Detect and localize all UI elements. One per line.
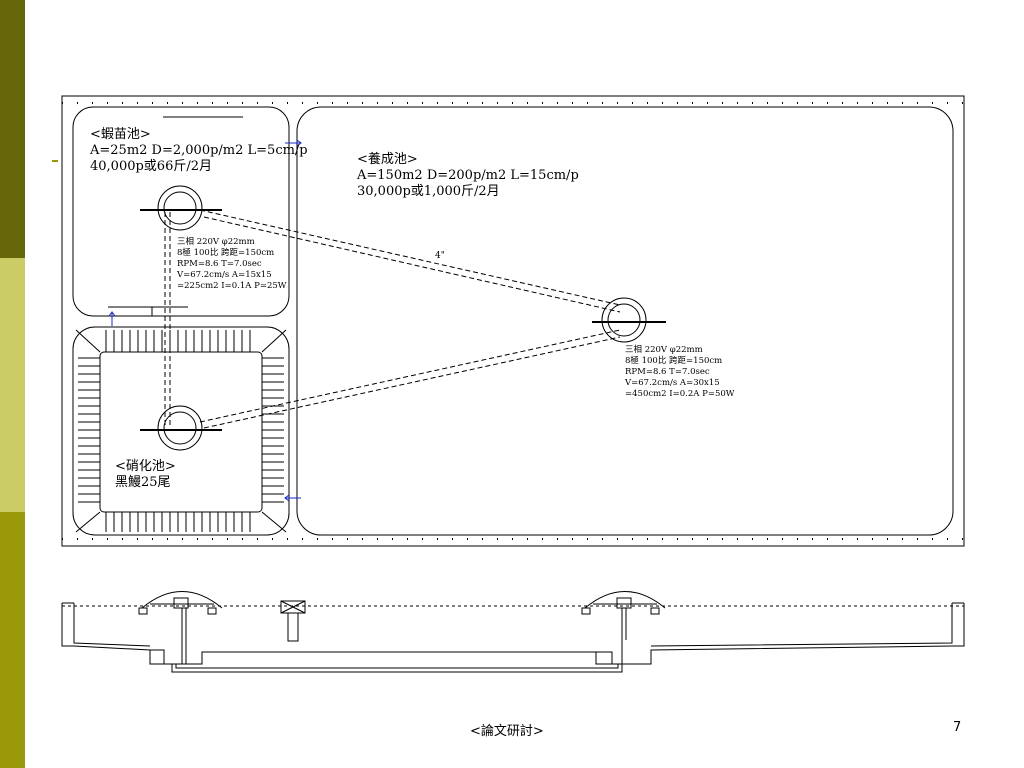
sump-right (596, 651, 613, 664)
plan-outer-frame (61, 95, 965, 547)
spec-line: =225cm2 I=0.1A P=25W (177, 281, 287, 291)
filter-ticks-right (262, 357, 284, 503)
sidebar-stripe-dark (0, 0, 25, 258)
pipe-lower-b (203, 336, 621, 429)
nursery-pond-title: <蝦苗池> (90, 127, 151, 142)
footer-title: <論文研討> (470, 724, 544, 739)
page-number: 7 (953, 720, 962, 735)
nitrification-pond-outline (72, 326, 290, 536)
valve-section (280, 600, 306, 642)
paddlewheel-spec-small: 三相 220V φ22mm 8極 100比 跨距=150cm RPM=8.6 T… (176, 236, 287, 291)
grow-out-pond-title: <養成池> (357, 151, 418, 167)
spec-line: 三相 220V φ22mm (625, 344, 703, 355)
nitrification-pond-title: <硝化池> (115, 459, 176, 474)
pond-profile-outer (61, 603, 965, 665)
grow-out-pond-spec: A=150m2 D=200p/m2 L=15cm/p (356, 168, 579, 183)
nitrification-labels: <硝化池> 黑鰻25尾 (115, 459, 176, 490)
bullet-dash (52, 160, 58, 162)
sidebar-stripe-olive (0, 512, 25, 768)
filter-ticks-bottom (105, 512, 251, 532)
nursery-pond-outline (72, 106, 290, 317)
aerator-grow-out (592, 297, 666, 343)
sidebar-stripe-light (0, 258, 25, 512)
nursery-pond-spec: A=25m2 D=2,000p/m2 L=5cm/p (89, 143, 308, 158)
pipe-upper-b (203, 216, 621, 313)
spec-line: =450cm2 I=0.2A P=50W (625, 389, 735, 399)
aerator-nursery (140, 185, 222, 231)
nitrification-inner-outline (99, 351, 263, 513)
pipe-lower-a (199, 329, 621, 423)
grow-out-labels: <養成池> A=150m2 D=200p/m2 L=15cm/p 30,000p… (356, 151, 579, 199)
spec-line: RPM=8.6 T=7.0sec (177, 259, 262, 269)
spec-line: 8極 100比 跨距=150cm (177, 247, 274, 258)
grow-out-pond-outline (296, 106, 954, 536)
pond-profile-inner-left (73, 603, 151, 647)
pond-profile-inner-right (650, 603, 953, 647)
plan-view (61, 95, 965, 547)
nitrification-pond-stock: 黑鰻25尾 (115, 475, 171, 490)
flow-arrow-up (108, 311, 116, 326)
grow-out-pond-yield: 30,000p或1,000斤/2月 (357, 184, 500, 199)
spec-line: 三相 220V φ22mm (177, 236, 255, 247)
corner-line-bl (75, 511, 101, 533)
sump-left (150, 649, 165, 664)
nursery-labels: <蝦苗池> A=25m2 D=2,000p/m2 L=5cm/p 40,000p… (89, 127, 308, 174)
spec-line: 8極 100比 跨距=150cm (625, 355, 722, 366)
aerator-section-right (581, 591, 666, 615)
aerator-section-left (138, 591, 223, 615)
nursery-pond-yield: 40,000p或66斤/2月 (90, 159, 212, 174)
cross-section-view (61, 591, 965, 673)
corner-line-tr (261, 329, 287, 353)
spec-line: RPM=8.6 T=7.0sec (625, 367, 710, 377)
filter-ticks-left (78, 357, 100, 503)
bottom-pipe-a (171, 664, 623, 673)
spec-line: V=67.2cm/s A=15x15 (176, 270, 272, 280)
filter-ticks-top (105, 330, 251, 352)
flow-arrow-top (285, 139, 302, 147)
paddlewheel-spec-large: 三相 220V φ22mm 8極 100比 跨距=150cm RPM=8.6 T… (624, 344, 735, 399)
corner-line-br (261, 511, 287, 533)
pipe-size-label: 4" (435, 251, 445, 261)
flow-arrow-bottom (284, 494, 301, 502)
aerator-nitrification (140, 405, 222, 451)
spec-line: V=67.2cm/s A=30x15 (624, 378, 720, 388)
bottom-pipe-b (175, 664, 619, 669)
corner-line-tl (75, 329, 101, 353)
